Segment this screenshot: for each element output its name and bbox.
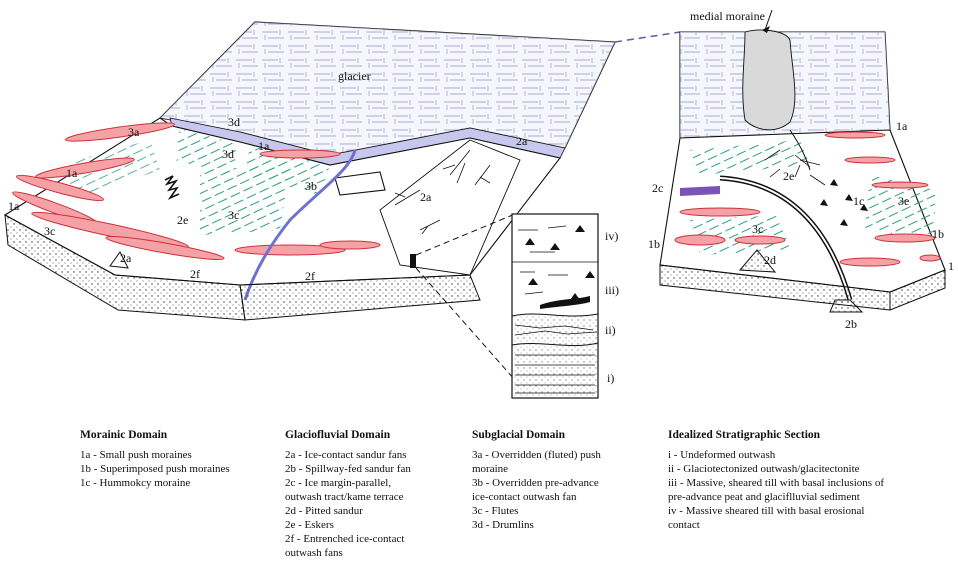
label-r-3c: 3c <box>752 222 763 236</box>
legend-item: outwash tract/kame terrace <box>285 490 411 504</box>
right-block <box>660 10 945 312</box>
label-1a-top: 1a <box>258 139 270 153</box>
legend-item: 2e - Eskers <box>285 518 411 532</box>
label-r-1b-left: 1b <box>648 237 660 251</box>
legend-item: 2f - Entrenched ice-contact <box>285 532 411 546</box>
legend-item: 3a - Overridden (fluted) push <box>472 448 601 462</box>
label-3b: 3b <box>305 179 317 193</box>
legend-subglacial: Subglacial Domain 3a - Overridden (flute… <box>472 428 601 532</box>
label-r-1c: 1c <box>853 194 864 208</box>
landsystem-diagram: iv) iii) ii) i) <box>0 0 958 420</box>
legend-glaciofluvial: Glaciofluvial Domain 2a - Ice-contact sa… <box>285 428 411 560</box>
label-r-2b: 2b <box>845 317 857 331</box>
legend-item: outwash fans <box>285 546 411 560</box>
legend-item: iii - Massive, sheared till with basal i… <box>668 476 884 490</box>
stratigraphic-section: iv) iii) ii) i) <box>512 214 619 398</box>
legend-item: 3d - Drumlins <box>472 518 601 532</box>
legend-item: 2a - Ice-contact sandur fans <box>285 448 411 462</box>
legend-title: Subglacial Domain <box>472 428 601 442</box>
label-3d: 3d <box>222 147 234 161</box>
legend-item: 1b - Superimposed push moraines <box>80 462 230 476</box>
label-r-edge: 1 <box>948 259 954 273</box>
legend-item: 2d - Pitted sandur <box>285 504 411 518</box>
label-3d-top: 3d <box>228 115 240 129</box>
label-medial-moraine: medial moraine <box>690 9 765 23</box>
legend-item: 1a - Small push moraines <box>80 448 230 462</box>
legend-title: Glaciofluvial Domain <box>285 428 411 442</box>
legend-title: Idealized Stratigraphic Section <box>668 428 884 442</box>
legend-item: 3c - Flutes <box>472 504 601 518</box>
legend-item: ii - Glaciotectonized outwash/glacitecto… <box>668 462 884 476</box>
label-r-2e: 2e <box>783 169 794 183</box>
label-r-2d: 2d <box>764 253 776 267</box>
label-3c-left: 3c <box>44 224 55 238</box>
legend-item: moraine <box>472 462 601 476</box>
label-2a-mid: 2a <box>420 190 432 204</box>
label-r-1a: 1a <box>896 119 908 133</box>
legend-morainic: Morainic Domain 1a - Small push moraines… <box>80 428 230 490</box>
section-label-i: i) <box>607 371 614 385</box>
label-3c: 3c <box>228 208 239 222</box>
label-r-1b-right: 1b <box>932 227 944 241</box>
label-2f-left: 2f <box>190 267 200 281</box>
label-2f: 2f <box>305 269 315 283</box>
legend-item: 1c - Hummokcy moraine <box>80 476 230 490</box>
legend-item: 3b - Overridden pre-advance <box>472 476 601 490</box>
label-1a-far: 1a <box>8 199 20 213</box>
section-label-ii: ii) <box>605 323 616 337</box>
label-2a-right: 2a <box>516 134 528 148</box>
legend-title: Morainic Domain <box>80 428 230 442</box>
label-glacier: glacier <box>338 69 371 83</box>
legend-item: pre-advance peat and glaciflluvial sedim… <box>668 490 884 504</box>
legend-item: i - Undeformed outwash <box>668 448 884 462</box>
legend-item: 2b - Spillway-fed sandur fan <box>285 462 411 476</box>
legend-item: contact <box>668 518 884 532</box>
label-2e: 2e <box>177 213 188 227</box>
legend-item: ice-contact outwash fan <box>472 490 601 504</box>
label-3a: 3a <box>128 125 140 139</box>
label-2a-low: 2a <box>120 251 132 265</box>
section-label-iv: iv) <box>605 229 618 243</box>
legend-item: iv - Massive sheared till with basal ero… <box>668 504 884 518</box>
section-label-iii: iii) <box>605 283 619 297</box>
legend-stratigraphy: Idealized Stratigraphic Section i - Unde… <box>668 428 884 532</box>
label-r-3e: 3e <box>898 194 909 208</box>
label-1a-left: 1a <box>66 166 78 180</box>
label-r-2c: 2c <box>652 181 663 195</box>
legend-item: 2c - Ice margin-parallel, <box>285 476 411 490</box>
